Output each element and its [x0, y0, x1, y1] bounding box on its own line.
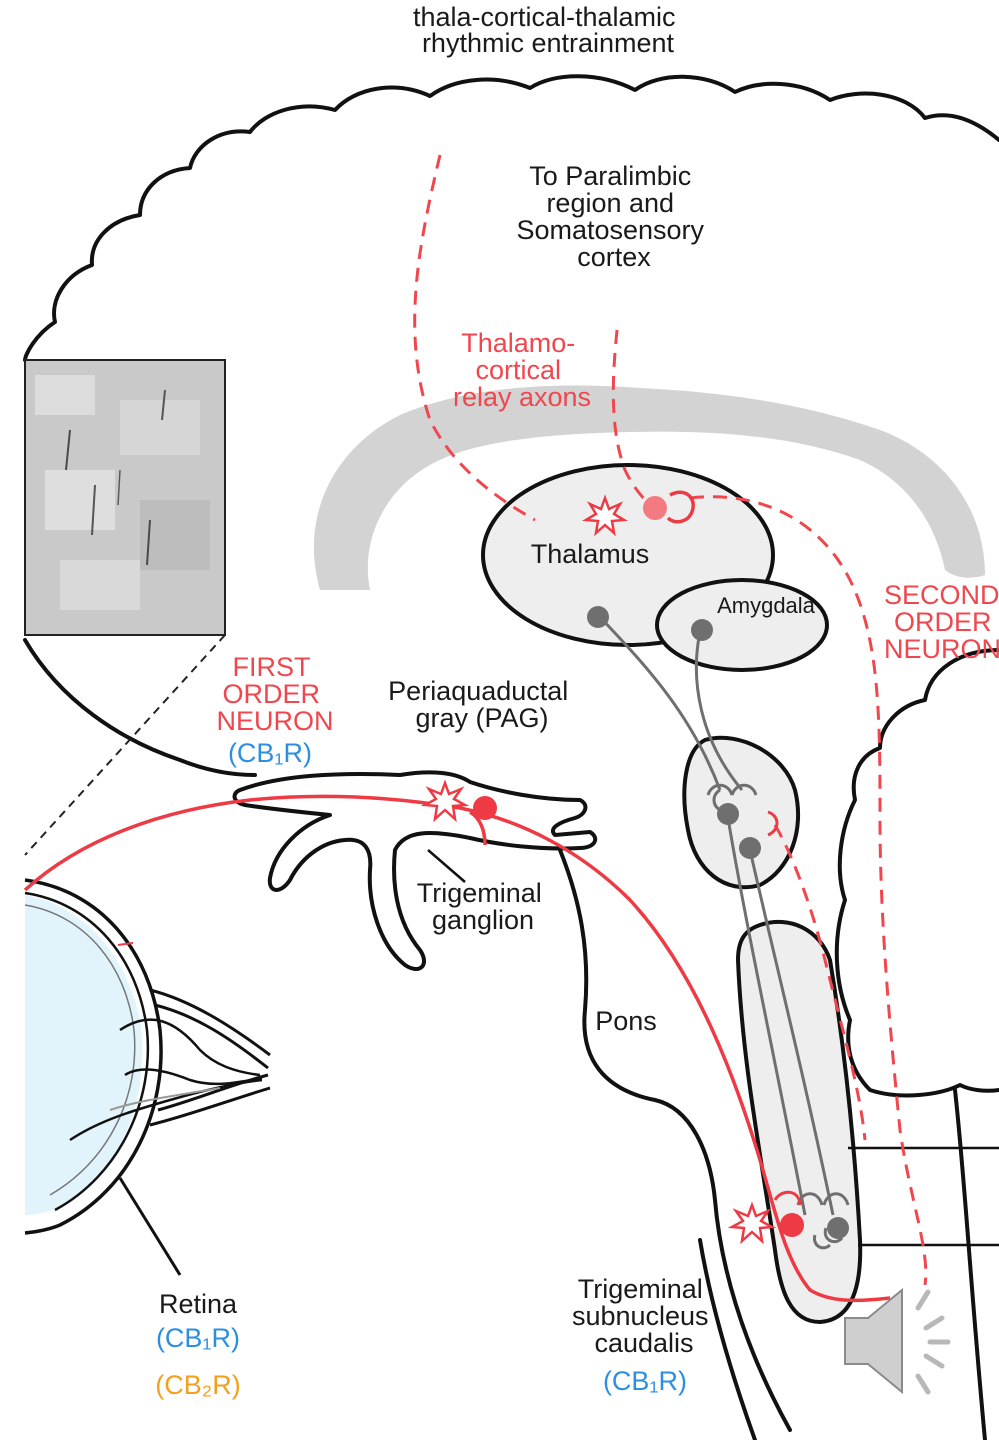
ganglion-label: Trigeminal ganglion — [417, 878, 550, 935]
pag-label: Periaquaductal gray (PAG) — [388, 676, 576, 733]
brainstem-outline-right — [955, 1090, 985, 1440]
pag-structure — [684, 738, 798, 887]
first-order-receptor: (CB₁R) — [228, 738, 312, 768]
first-order-label: FIRST ORDER NEURON — [216, 652, 333, 736]
cerebellum-outline — [837, 650, 999, 1095]
retina-label: Retina — [159, 1289, 238, 1319]
amygdala-label: Amygdala — [717, 593, 816, 618]
second-order-label: SECOND ORDER NEURON — [884, 580, 999, 664]
eye — [25, 880, 270, 1275]
subnucleus-gray-neuron — [827, 1217, 849, 1239]
ganglion-red-neuron — [473, 796, 497, 820]
pag-gray-neuron-2 — [739, 837, 761, 859]
cortex-outline — [25, 76, 999, 360]
thalamus-gray-neuron — [587, 606, 609, 628]
inset-leader-line — [25, 635, 225, 855]
pag-gray-neuron-1 — [717, 803, 739, 825]
thalamus-red-neuron — [643, 496, 667, 520]
speaker-icon[interactable] — [845, 1290, 948, 1392]
retina-receptor-cb1: (CB₁R) — [156, 1323, 240, 1353]
starburst-icon — [425, 783, 465, 819]
subnucleus-label: Trigeminal subnucleus caudalis — [572, 1274, 716, 1358]
thalamus-label: Thalamus — [531, 539, 650, 569]
relay-axons-label: Thalamo- cortical relay axons — [453, 328, 591, 412]
pons-label: Pons — [595, 1006, 657, 1036]
amygdala-gray-neuron — [691, 619, 713, 641]
starburst-icon — [732, 1205, 772, 1241]
microscopy-inset — [25, 360, 225, 635]
subnucleus-receptor: (CB₁R) — [603, 1366, 687, 1396]
subnucleus-red-neuron — [780, 1213, 804, 1237]
brainstem-column — [738, 922, 860, 1322]
retina-receptor-cb2: (CB₂R) — [155, 1370, 240, 1400]
diagram-title: thala-cortical-thalamic rhythmic entrain… — [413, 2, 683, 58]
paralimbic-label: To Paralimbic region and Somatosensory c… — [516, 161, 711, 272]
